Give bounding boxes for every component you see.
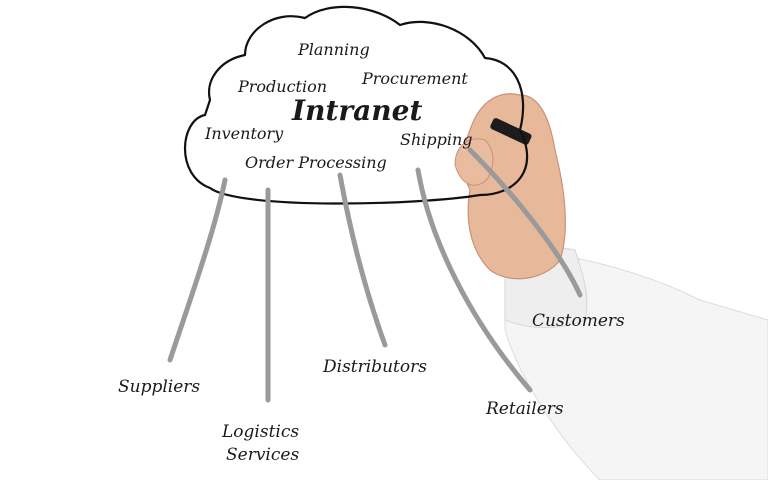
label-distributors: Distributors bbox=[322, 357, 427, 377]
connector-retailers bbox=[415, 167, 533, 393]
label-services: Services bbox=[226, 445, 299, 465]
cloud-item-inventory: Inventory bbox=[204, 124, 284, 143]
cloud-title-intranet: Intranet bbox=[291, 94, 422, 127]
cloud-item-planning: Planning bbox=[297, 40, 370, 59]
cloud-item-order-processing: Order Processing bbox=[245, 153, 387, 172]
connector-customers bbox=[467, 147, 583, 298]
connector-suppliers bbox=[167, 177, 228, 363]
label-suppliers: Suppliers bbox=[118, 377, 200, 397]
cloud-item-production: Production bbox=[237, 77, 327, 96]
cloud-item-procurement: Procurement bbox=[361, 69, 468, 88]
hand bbox=[462, 93, 567, 280]
thumb bbox=[454, 138, 494, 186]
cloud-outline bbox=[184, 5, 529, 205]
label-logistics: Logistics bbox=[221, 422, 299, 442]
marker bbox=[490, 118, 532, 145]
cloud-item-shipping: Shipping bbox=[400, 130, 473, 149]
connector-distributors bbox=[337, 172, 388, 348]
label-retailers: Retailers bbox=[485, 399, 564, 419]
label-customers: Customers bbox=[532, 311, 625, 331]
